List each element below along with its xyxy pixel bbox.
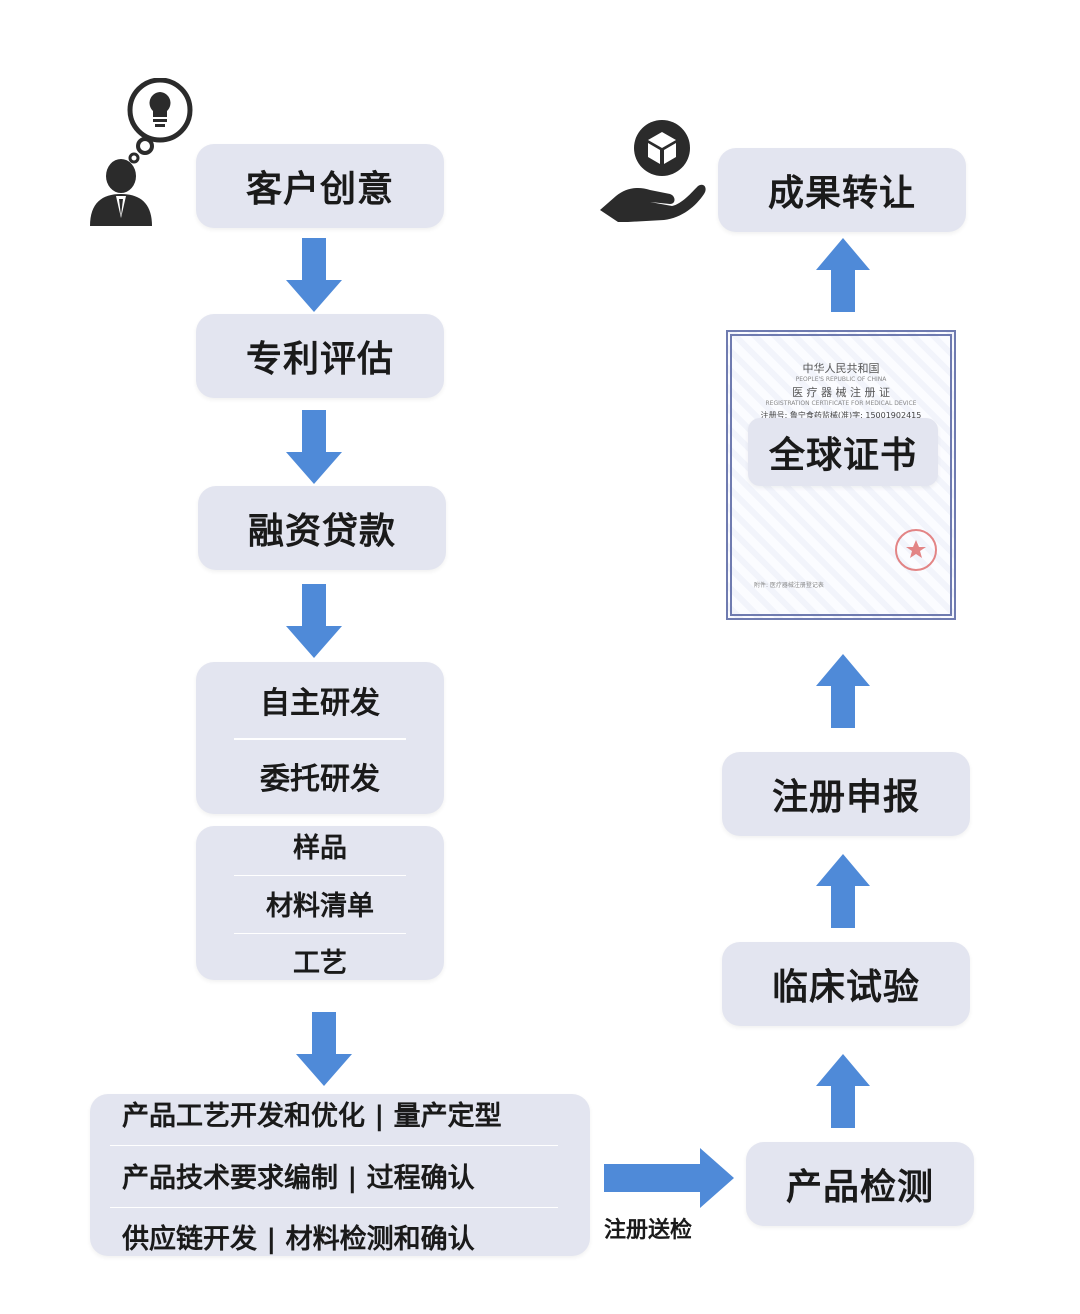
step-patent-eval: 专利评估	[196, 314, 444, 398]
step-label: 融资贷款	[247, 511, 396, 552]
divider	[110, 1206, 558, 1207]
arrow-up-icon	[816, 854, 870, 928]
step-label: 产品检测	[785, 1167, 934, 1208]
step-transfer: 成果转让	[718, 148, 966, 232]
step-label: 成果转让	[767, 173, 916, 214]
seal-stamp-icon	[895, 529, 937, 571]
cert-title-cn: 中华人民共和国	[802, 362, 880, 375]
step-financing: 融资贷款	[198, 486, 446, 570]
step-label: 专利评估	[245, 339, 394, 380]
arrow-right-icon	[604, 1148, 734, 1208]
arrow-down-icon	[286, 238, 342, 312]
step-clinical-trial: 临床试验	[722, 942, 970, 1026]
arrow-down-icon	[286, 410, 342, 484]
step-label: 产品技术要求编制 | 过程确认	[122, 1162, 475, 1194]
arrow-up-icon	[816, 1054, 870, 1128]
cert-subtitle-en: REGISTRATION CERTIFICATE FOR MEDICAL DEV…	[765, 400, 917, 407]
step-product-test: 产品检测	[746, 1142, 974, 1226]
divider	[234, 932, 406, 933]
step-label: 材料清单	[266, 890, 374, 922]
step-label: 注册申报	[771, 777, 920, 818]
step-label: 样品	[293, 833, 347, 864]
step-label: 客户创意	[245, 169, 394, 210]
hand-cube-icon	[598, 118, 706, 224]
person-idea-icon	[88, 77, 198, 230]
divider	[234, 738, 406, 740]
step-global-cert: 全球证书	[748, 418, 938, 486]
arrow-down-icon	[296, 1012, 352, 1086]
step-label: 全球证书	[768, 435, 917, 476]
step-samples: 样品 材料清单 工艺	[196, 826, 444, 980]
step-label: 工艺	[293, 948, 347, 979]
arrow-down-icon	[286, 584, 342, 658]
step-rd: 自主研发 委托研发	[196, 662, 444, 814]
step-product-dev: 产品工艺开发和优化 | 量产定型 产品技术要求编制 | 过程确认 供应链开发 |…	[90, 1094, 590, 1256]
arrow-up-icon	[816, 654, 870, 728]
cert-title-en: PEOPLE'S REPUBLIC OF CHINA	[795, 376, 887, 383]
cert-footer: 附件: 医疗器械注册登记表	[754, 582, 824, 589]
cert-reg-number: 注册号: 鲁宁食药监械(准)字: 15001902415	[760, 411, 922, 420]
divider	[110, 1145, 558, 1146]
arrow-up-icon	[816, 238, 870, 312]
cert-subtitle-cn: 医 疗 器 械 注 册 证	[792, 386, 890, 399]
connector-label: 注册送检	[604, 1218, 693, 1243]
step-registration: 注册申报	[722, 752, 970, 836]
lightbulb-icon	[149, 92, 171, 127]
step-label: 委托研发	[260, 762, 380, 797]
step-customer-idea: 客户创意	[196, 144, 444, 228]
step-label: 产品工艺开发和优化 | 量产定型	[122, 1101, 502, 1132]
step-label: 自主研发	[260, 686, 380, 721]
divider	[234, 875, 406, 876]
step-label: 临床试验	[771, 967, 920, 1008]
step-label: 供应链开发 | 材料检测和确认	[122, 1224, 475, 1255]
